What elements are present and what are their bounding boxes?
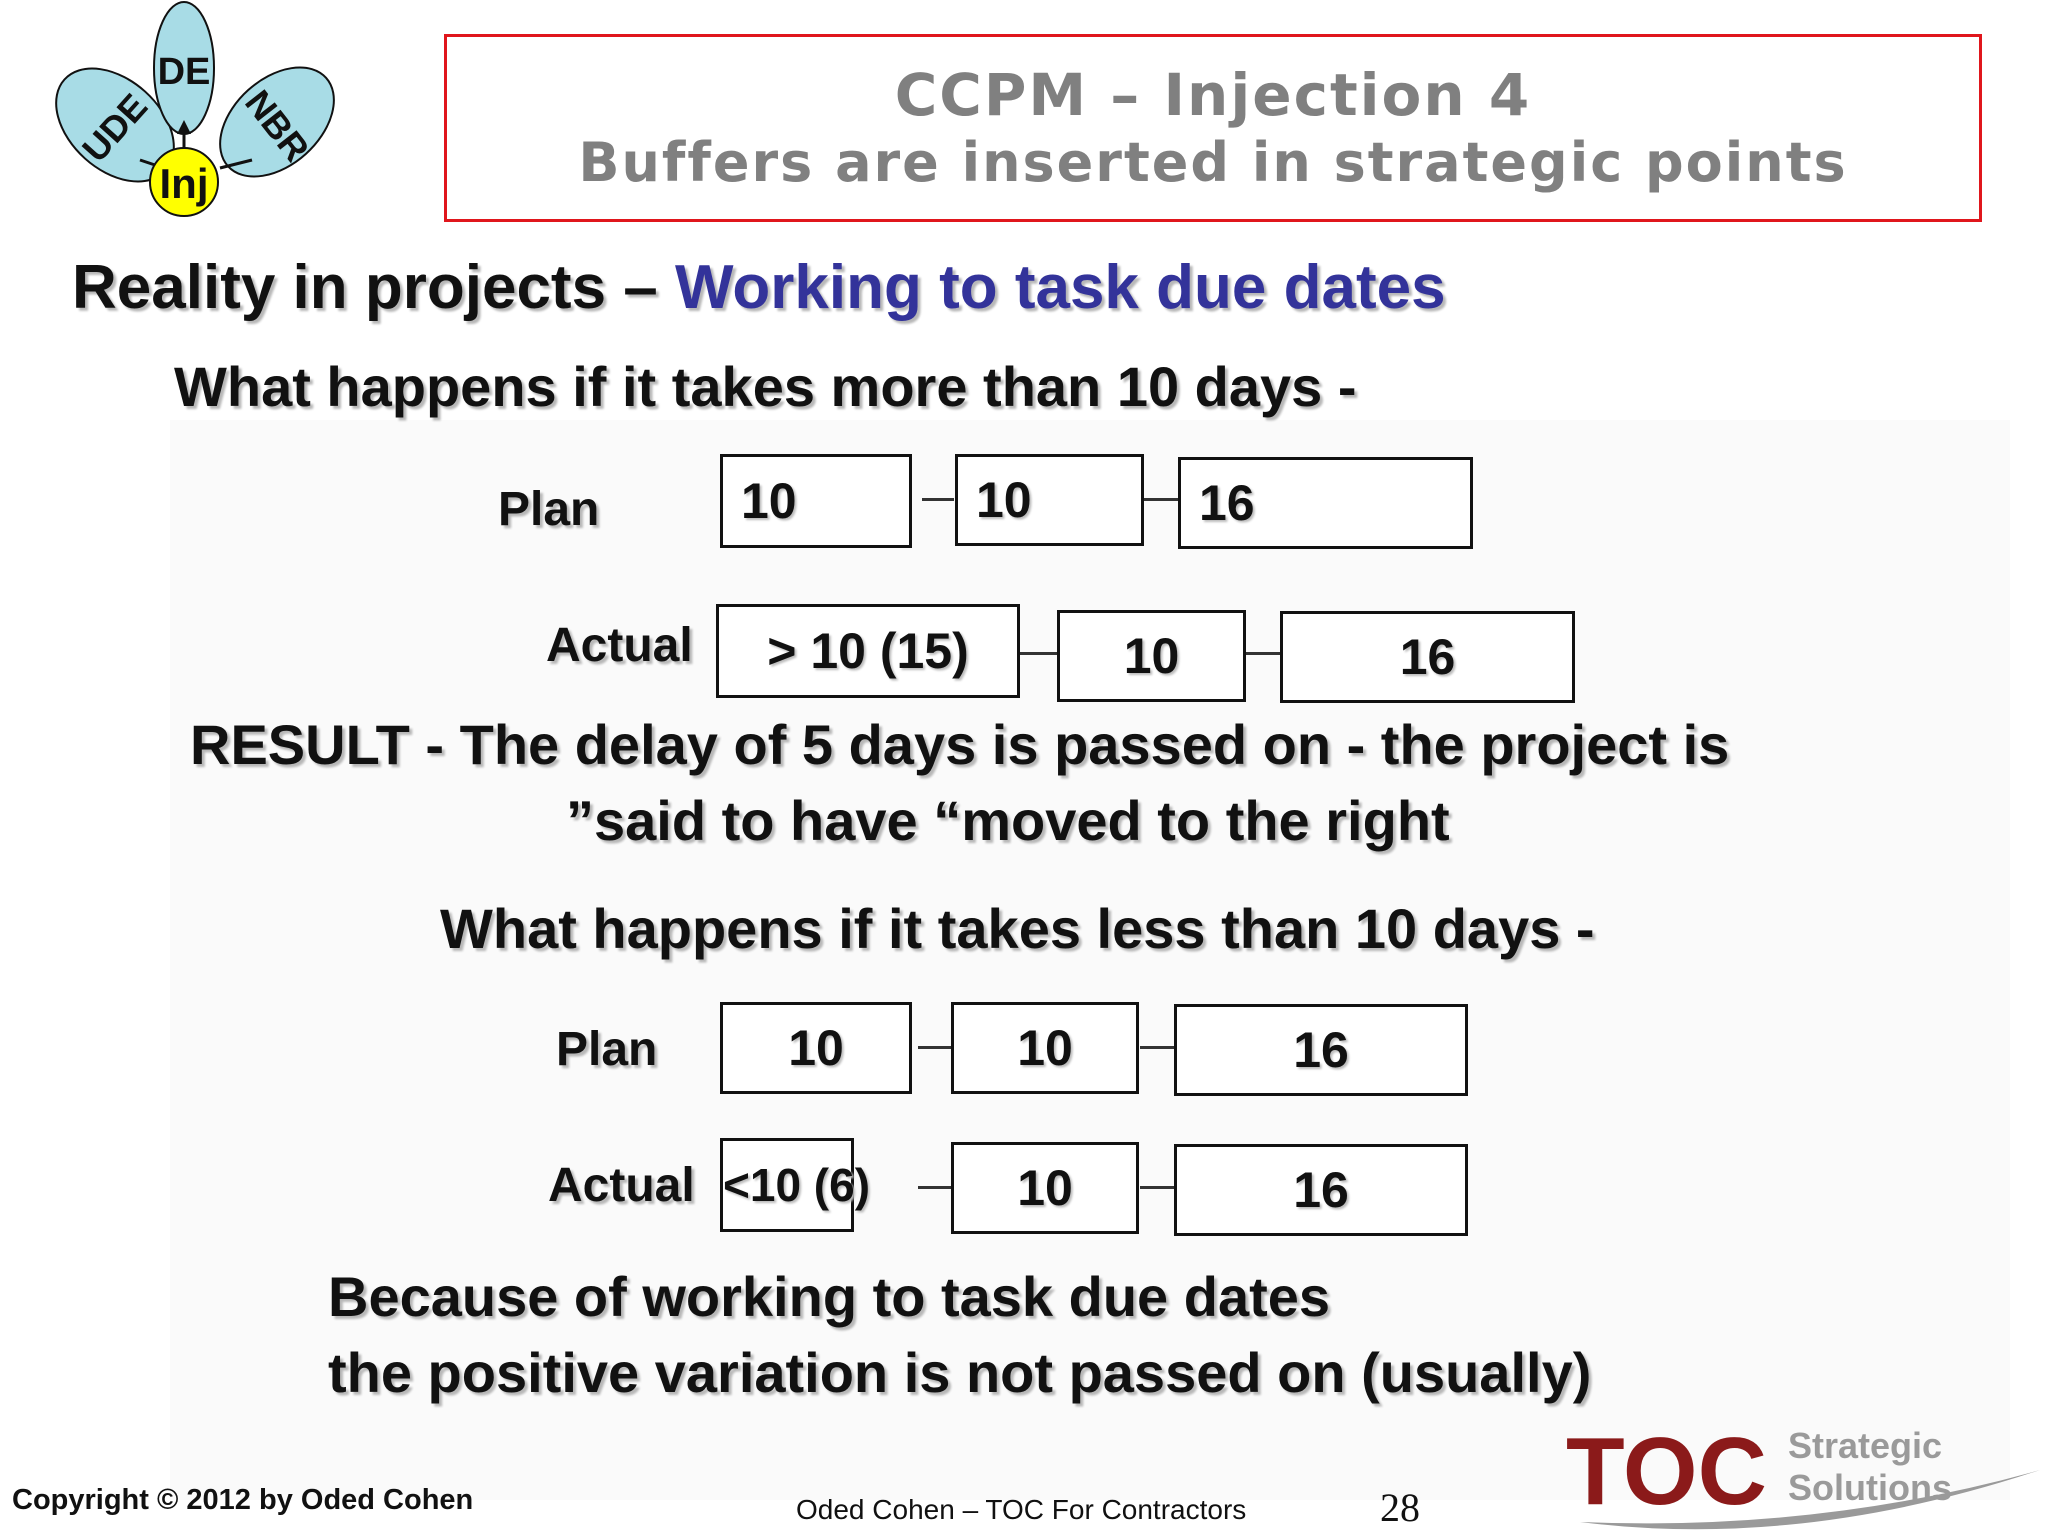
result-line-1: RESULT - The delay of 5 days is passed o… <box>190 713 1730 776</box>
conclusion-line-2: the positive variation is not passed on … <box>328 1341 1592 1404</box>
plan-task-box: 10 <box>951 1002 1139 1094</box>
logo-line-1: Strategic <box>1788 1425 1942 1466</box>
toc-strategic-solutions-logo: TOC Strategic Solutions <box>1566 1418 2040 1530</box>
logo-center <box>149 147 219 217</box>
task-connector <box>1140 1186 1174 1189</box>
section-heading: Reality in projects – Working to task du… <box>72 252 1446 323</box>
question-less: What happens if it takes less than 10 da… <box>440 897 1595 960</box>
footer-title: Oded Cohen – TOC For Contractors <box>796 1494 1247 1525</box>
actual-task-box: 10 <box>951 1142 1139 1234</box>
logo-label-inj: Inj <box>160 160 209 207</box>
slide-subtitle: Buffers are inserted in strategic points <box>578 131 1848 194</box>
page-number: 28 <box>1380 1485 1420 1530</box>
heading-accent: Working to task due dates <box>675 253 1446 322</box>
actual-label: Actual <box>548 1159 695 1212</box>
plan-task-box: 10 <box>720 1002 912 1094</box>
actual-task-box: > 10 (15) <box>716 604 1020 698</box>
actual-label: Actual <box>546 619 693 672</box>
logo-line-2: Solutions <box>1788 1467 1952 1508</box>
task-connector <box>918 1186 952 1189</box>
content-background <box>170 420 2010 1500</box>
plan-task-box: 10 <box>720 454 912 548</box>
actual-task-box: 16 <box>1174 1144 1468 1236</box>
heading-prefix: Reality in projects – <box>72 253 675 322</box>
actual-task-box: <10 (6) <box>720 1138 870 1232</box>
task-connector <box>918 1046 952 1049</box>
task-connector <box>1246 652 1280 655</box>
plan-task-box: 16 <box>1178 457 1473 549</box>
slide-title-box: CCPM – Injection 4 Buffers are inserted … <box>444 34 1982 222</box>
copyright-text: Copyright © 2012 by Oded Cohen <box>12 1484 474 1516</box>
task-connector <box>1020 652 1058 655</box>
udE-de-nbr-inj-logo: DE UDE NBR Inj <box>55 1 335 217</box>
logo-arrowhead <box>177 120 191 134</box>
conclusion-line-1: Because of working to task due dates <box>328 1265 1331 1328</box>
actual-task-box: 10 <box>1057 610 1246 702</box>
logo-swoosh <box>1580 1470 2040 1530</box>
result-line-2: ”said to have “moved to the right <box>566 789 1450 852</box>
plan-label: Plan <box>556 1023 658 1076</box>
plan-task-box: 10 <box>955 454 1144 546</box>
task-connector <box>1140 1046 1174 1049</box>
task-connector <box>1144 498 1178 501</box>
slide-title: CCPM – Injection 4 <box>894 61 1532 129</box>
logo-label-de: DE <box>158 51 211 93</box>
task-connector <box>922 498 954 501</box>
plan-label: Plan <box>498 483 600 536</box>
actual-task-box: 16 <box>1280 611 1575 703</box>
logo-arrow <box>219 158 253 170</box>
question-more: What happens if it takes more than 10 da… <box>174 355 1357 418</box>
plan-task-box: 16 <box>1174 1004 1468 1096</box>
logo-mark: TOC <box>1566 1418 1767 1525</box>
